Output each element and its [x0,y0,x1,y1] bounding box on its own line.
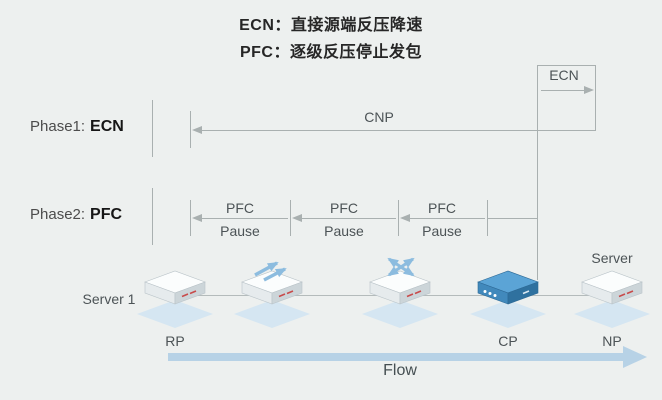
forwarding-arrows-icon [254,261,287,282]
flow-label: Flow [383,362,417,379]
pfc-arrowhead-3-icon [400,214,410,222]
switch1-icon [234,270,310,328]
np-label: NP [602,333,622,349]
pfc2-bottom-label: Pause [324,223,364,239]
cp-vertical-line [537,65,538,280]
cnp-label: CNP [364,109,394,125]
cnp-arrow-line [201,130,595,131]
phase2-prefix: Phase2: [30,206,86,223]
pfc-arrowhead-2-icon [292,214,302,222]
pfc-pause-arrow-3 [409,218,485,219]
pfc3-top-label: PFC [428,200,456,216]
server-label: Server [591,250,633,266]
pfc-arrowhead-1-icon [192,214,202,222]
pfc-pause-arrow-2 [301,218,396,219]
pfc-tick-2 [290,200,291,236]
crossing-arrows-icon [387,257,415,277]
cp-switch-icon [470,270,546,328]
phase2-label: Phase2:PFC [30,206,122,224]
np-vertical-line [595,65,596,131]
pfc3-bottom-label: Pause [422,223,462,239]
pfc2-top-label: PFC [330,200,358,216]
server1-label: Server 1 [82,291,136,307]
rp-server-icon [137,270,213,328]
np-server-icon [574,270,650,328]
cnp-arrowhead-icon [192,126,202,134]
ecn-top-line [537,65,596,66]
title-line-pfc: PFC：逐级反压停止发包 [239,44,422,61]
phase1-name: ECN [90,118,124,135]
phase2-name: PFC [90,206,123,223]
rp-label: RP [165,333,185,349]
cp-label: CP [498,333,518,349]
pfc1-bottom-label: Pause [220,223,260,239]
pfc1-top-label: PFC [226,200,254,216]
title-line-ecn: ECN：直接源端反压降速 [239,17,423,34]
ecn-arrowhead-icon [584,86,594,94]
switch2-icon [362,270,438,328]
flow-arrow-bar [168,353,623,361]
flow-arrowhead-icon [623,346,647,368]
phase1-left-tick [190,111,191,148]
diagram-title: ECN：直接源端反压降速 PFC：逐级反压停止发包 [0,12,662,66]
pfc-tick-3 [398,200,399,236]
phase1-label: Phase1:ECN [30,118,124,136]
pfc-pause-arrow-1 [201,218,288,219]
phase1-divider-line [152,100,153,157]
ecn-arrow-line [541,90,586,91]
pfc-tick-1 [190,200,191,236]
ecn-label: ECN [549,67,579,83]
cp-pfc-connector-line [487,218,537,219]
phase2-divider-line [152,188,153,245]
phase1-prefix: Phase1: [30,118,86,135]
